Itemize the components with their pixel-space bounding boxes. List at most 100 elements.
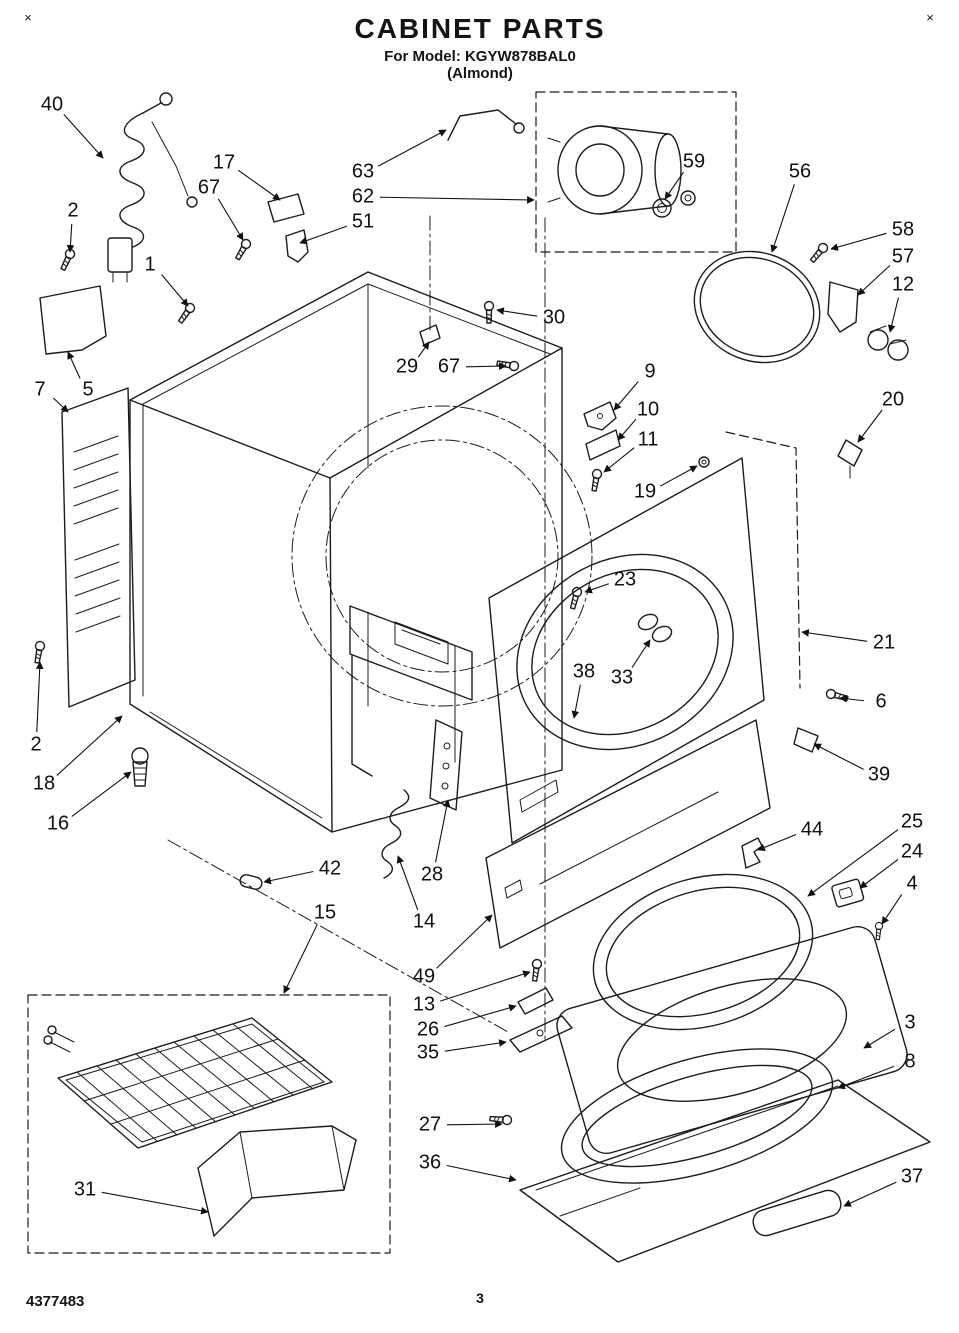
heater-grid (43, 1017, 333, 1149)
callout-57: 57 (892, 245, 914, 267)
bracket-28 (429, 719, 463, 811)
leader-line-25 (807, 829, 899, 897)
leader-line-51 (299, 225, 348, 245)
leader-line-28 (435, 799, 451, 863)
leader-line-63 (377, 129, 447, 167)
callout-67: 67 (438, 355, 460, 377)
callout-35: 35 (417, 1041, 439, 1063)
leader-line-15 (283, 924, 318, 994)
leader-line-16 (71, 771, 132, 817)
leader-line-36 (446, 1164, 517, 1183)
leader-line-67 (217, 198, 244, 241)
clip-20 (837, 439, 863, 479)
callout-58: 58 (892, 218, 914, 240)
callout-8: 8 (904, 1050, 915, 1072)
doc-number: 4377483 (26, 1293, 84, 1310)
callout-13: 13 (413, 993, 435, 1015)
leader-line-21 (801, 629, 868, 642)
screw-11 (588, 468, 603, 493)
leader-line-13 (440, 970, 531, 1002)
callout-63: 63 (352, 160, 374, 182)
crop-mark-right: × (926, 10, 934, 25)
door-seal-8 (560, 1048, 834, 1184)
motor-assembly (535, 91, 737, 253)
callout-31: 31 (74, 1178, 96, 1200)
leader-line-8 (837, 1065, 895, 1090)
callout-9: 9 (644, 360, 655, 382)
latch-24 (831, 878, 865, 908)
leader-line-23 (584, 583, 609, 594)
screw-2b (31, 640, 46, 665)
page-title: CABINET PARTS (354, 13, 605, 44)
wire-harness (107, 92, 198, 283)
door-ring-25 (592, 873, 814, 1031)
screw-13 (529, 958, 543, 983)
leader-line-10 (617, 418, 637, 441)
callout-18: 18 (33, 772, 55, 794)
leader-line-12 (887, 297, 900, 333)
bracket-35 (509, 1015, 573, 1053)
hinge-44 (741, 837, 763, 869)
screw-23 (567, 585, 584, 611)
leader-line-11 (603, 447, 635, 473)
model-line: For Model: KGYW878BAL0 (384, 48, 576, 65)
callout-20: 20 (882, 388, 904, 410)
leader-line-33 (631, 639, 651, 668)
callout-14: 14 (413, 910, 435, 932)
callout-56: 56 (789, 160, 811, 182)
callout-5: 5 (82, 378, 93, 400)
leader-line-67 (465, 362, 507, 370)
callout-6: 6 (875, 690, 886, 712)
bracket-26 (517, 987, 554, 1015)
callout-39: 39 (868, 763, 890, 785)
leader-line-56 (770, 184, 795, 253)
screw-2a (58, 247, 77, 273)
ring-59 (652, 198, 672, 218)
callout-25: 25 (901, 810, 923, 832)
leader-line-9 (613, 381, 639, 411)
screw-67a (232, 237, 253, 262)
clip-39 (793, 727, 819, 753)
seal-33 (637, 613, 673, 643)
leader-line-26 (444, 1004, 517, 1028)
part-42 (239, 874, 263, 890)
leader-line-39 (813, 743, 864, 770)
callout-3: 3 (904, 1011, 915, 1033)
leader-line-49 (436, 914, 493, 969)
leader-line-19 (659, 465, 698, 487)
leader-line-18 (56, 715, 123, 776)
callout-38: 38 (573, 660, 595, 682)
leader-line-1 (161, 274, 189, 307)
callout-23: 23 (614, 568, 636, 590)
clamp-12 (867, 325, 909, 361)
leader-line-38 (571, 684, 581, 719)
spring-14 (381, 789, 410, 879)
screw-27 (488, 1113, 513, 1126)
callout-30: 30 (543, 306, 565, 328)
callout-49: 49 (413, 965, 435, 987)
centerline-diagonal (167, 839, 509, 1033)
callout-62: 62 (352, 185, 374, 207)
leader-line-44 (757, 834, 797, 851)
callout-42: 42 (319, 857, 341, 879)
leader-line-24 (859, 858, 899, 889)
door-outer-3 (556, 925, 908, 1155)
leader-line-6 (839, 694, 865, 703)
leader-line-59 (664, 171, 684, 200)
callout-12: 12 (892, 273, 914, 295)
callout-4: 4 (906, 872, 917, 894)
callout-11: 11 (638, 428, 659, 450)
bracket-5 (39, 285, 107, 355)
leader-line-37 (843, 1181, 897, 1207)
callout-7: 7 (34, 378, 45, 400)
toe-panel (485, 719, 771, 949)
callout-28: 28 (421, 863, 443, 885)
callout-51: 51 (352, 210, 374, 232)
leader-line-58 (830, 232, 887, 251)
callout-21: 21 (873, 631, 895, 653)
leader-line-40 (63, 113, 104, 159)
callout-67: 67 (198, 176, 220, 198)
callout-24: 24 (901, 840, 923, 862)
leader-line-27 (446, 1120, 503, 1128)
